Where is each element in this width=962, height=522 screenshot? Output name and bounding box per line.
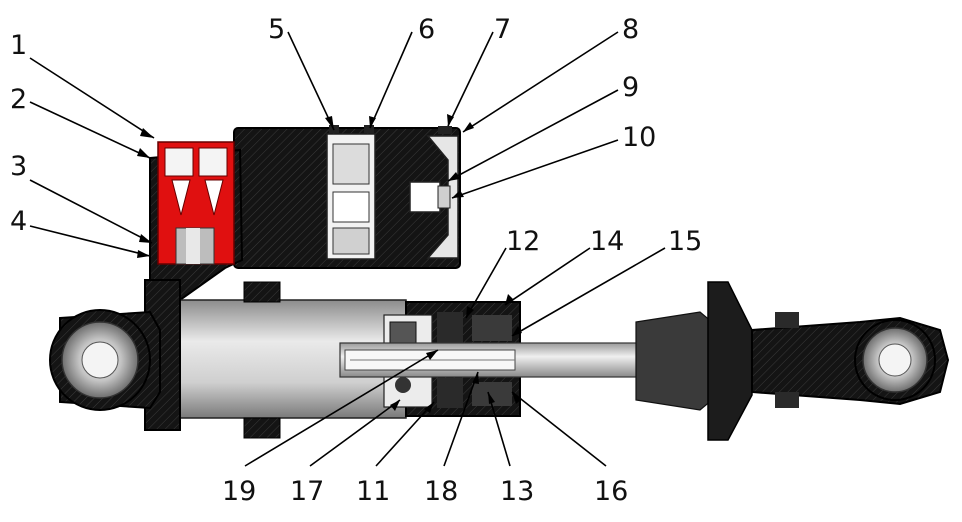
leader-7 [447, 31, 494, 127]
callout-8: 8 [622, 14, 639, 45]
leader-18 [443, 371, 479, 467]
leader-13 [487, 391, 511, 467]
callout-4: 4 [10, 206, 27, 237]
leader-5 [287, 31, 335, 131]
callout-14: 14 [590, 226, 624, 257]
callout-10: 10 [622, 122, 656, 153]
callout-12: 12 [506, 226, 540, 257]
bump-stop [635, 281, 753, 441]
callout-labels: 1 2 3 4 5 6 7 8 9 10 12 14 15 19 17 11 1… [10, 14, 702, 507]
callout-7: 7 [494, 14, 511, 45]
leader-17 [309, 399, 401, 467]
leader-2 [29, 101, 151, 159]
callout-5: 5 [268, 14, 285, 45]
callout-leaders [29, 31, 666, 467]
callout-19: 19 [222, 476, 256, 507]
callout-arrowheads [137, 114, 522, 413]
rod-end-right [751, 312, 950, 408]
callout-17: 17 [290, 476, 324, 507]
body-eye-left [49, 309, 161, 411]
reservoir [233, 125, 461, 269]
leader-1 [29, 57, 155, 139]
leader-9 [447, 89, 619, 182]
callout-2: 2 [10, 84, 27, 115]
leader-15 [511, 247, 666, 337]
callout-9: 9 [622, 72, 639, 103]
leader-3 [29, 179, 153, 244]
callout-13: 13 [500, 476, 534, 507]
callout-16: 16 [594, 476, 628, 507]
callout-6: 6 [418, 14, 435, 45]
callout-11: 11 [356, 476, 390, 507]
callout-18: 18 [424, 476, 458, 507]
callout-1: 1 [10, 30, 27, 61]
leader-16 [511, 391, 607, 467]
leader-8 [462, 31, 619, 133]
adjuster-valve-block [149, 141, 244, 301]
callout-3: 3 [10, 151, 27, 182]
leader-6 [369, 31, 413, 129]
leader-11 [375, 401, 435, 467]
leader-10 [451, 139, 619, 199]
leader-19 [244, 349, 439, 467]
leader-12 [465, 247, 507, 319]
leader-14 [504, 247, 591, 306]
leader-4 [29, 225, 151, 257]
callout-15: 15 [668, 226, 702, 257]
